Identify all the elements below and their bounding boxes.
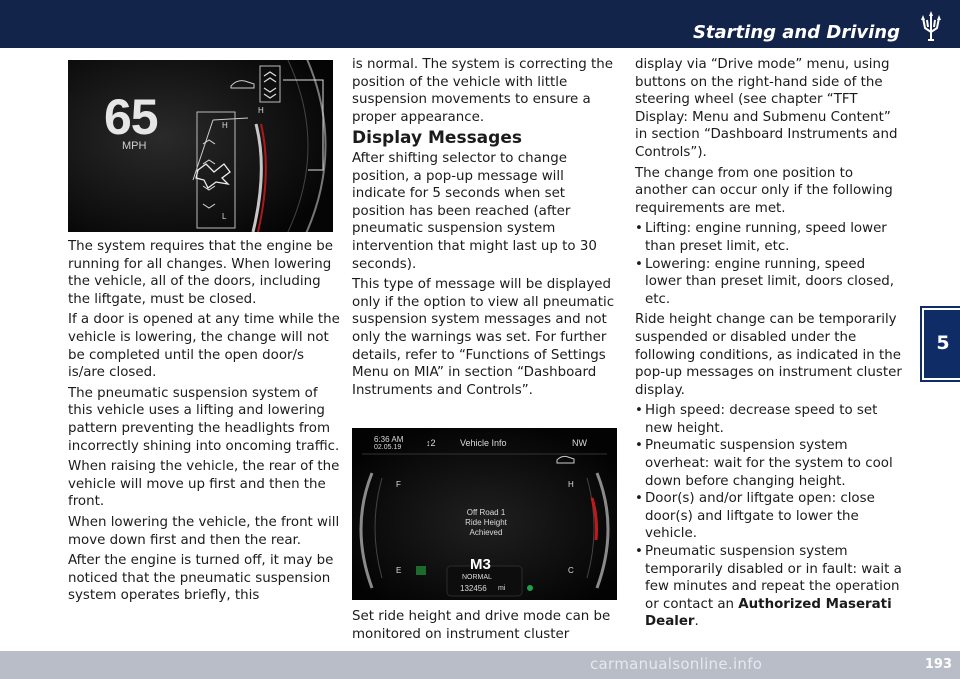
clock-date: 02.05.19 [374,444,402,451]
column-2-bottom: Set ride height and drive mode can be mo… [352,608,620,646]
fuel-empty-label: E [396,566,402,575]
odometer-unit: mi [498,585,506,592]
watermark-text: carmanualsonline.info [590,655,763,673]
list-item-text: Pneumatic suspension system temporarily … [645,544,902,612]
paragraph: is normal. The system is correcting the … [352,57,613,125]
chapter-tab: 5 [922,308,960,380]
ride-height-gauge-image: 65 MPH H L H [68,60,333,232]
paragraph: When lowering the vehicle, the front wil… [68,514,340,548]
paragraph: When raising the vehicle, the rear of th… [68,459,340,510]
paragraph: Set ride height and drive mode can be mo… [352,609,611,642]
requirements-list: Lifting: engine running, speed lower tha… [635,220,905,308]
message-line: Achieved [469,528,503,537]
column-1: The system requires that the engine be r… [68,238,343,608]
paragraph: If a door is opened at any time while th… [68,312,340,381]
trident-icon [921,11,941,41]
paragraph: This type of message will be displayed o… [352,277,615,398]
list-item: Pneumatic suspension system overheat: wa… [635,437,905,490]
clock-time: 6:36 AM [374,435,404,444]
column-3: display via “Drive mode” menu, using but… [635,56,905,634]
message-line: Off Road 1 [466,508,506,517]
conditions-list: High speed: decrease speed to set new he… [635,402,905,631]
display-title: Vehicle Info [460,438,507,448]
message-line: Ride Height [465,518,507,527]
list-item-end: . [694,614,699,630]
list-item: Lowering: engine running, speed lower th… [635,256,905,309]
page-header: Starting and Driving [0,0,960,48]
section-heading: Display Messages [352,128,522,149]
paragraph: After shifting selector to change positi… [352,150,597,272]
page-number: 193 [924,657,952,672]
compass-heading: NW [572,438,587,448]
drive-mode: NORMAL [462,574,492,581]
mode-indicator: M3 [470,556,491,573]
paragraph: Ride height change can be temporarily su… [635,312,902,398]
level-low-label: L [222,212,227,221]
temp-cold-label: C [568,566,574,575]
paragraph: After the engine is turned off, it may b… [68,553,334,604]
paragraph: The change from one position to another … [635,165,893,216]
section-title: Starting and Driving [692,22,900,43]
paragraph: display via “Drive mode” menu, using but… [635,57,898,160]
odometer: 132456 [460,584,487,593]
speed-value: 65 [104,89,159,145]
list-item: Lifting: engine running, speed lower tha… [635,220,905,255]
gauge-h-label: H [258,106,264,115]
dealer-emphasis: Authorized Maserati Dealer [645,596,892,630]
vehicle-info-display-image: 6:36 AM 02.05.19 ↕2 Vehicle Info NW Off … [352,428,617,600]
list-item: High speed: decrease speed to set new he… [635,402,905,437]
fuel-full-label: F [396,480,401,489]
temp-hot-label: H [568,480,574,489]
chapter-number: 5 [936,332,950,354]
list-item: Door(s) and/or liftgate open: close door… [635,490,905,543]
page-footer: carmanualsonline.info 193 [0,651,960,679]
gear-indicator: ↕2 [426,438,436,448]
level-high-label: H [222,121,228,130]
paragraph: The pneumatic suspension system of this … [68,385,340,454]
paragraph: The system requires that the engine be r… [68,239,334,307]
column-2: is normal. The system is correcting the … [352,56,620,402]
list-item: Pneumatic suspension system temporarily … [635,543,905,631]
speed-unit: MPH [122,140,147,152]
